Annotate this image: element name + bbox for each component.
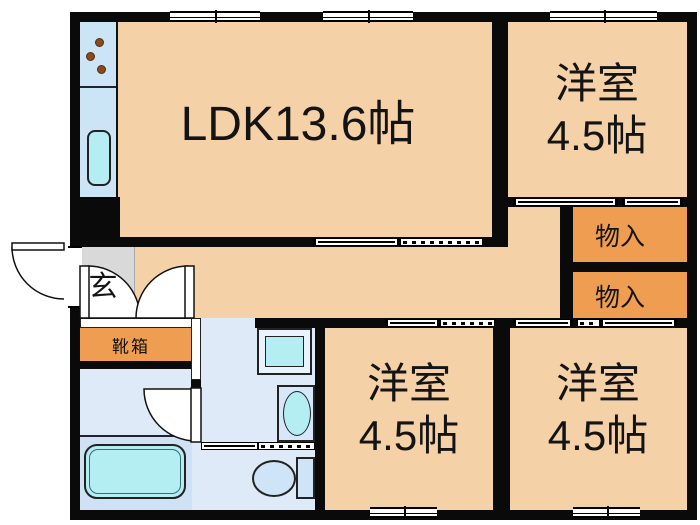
wall-ldk-bedroom-divider xyxy=(492,12,508,247)
wall-left-upper xyxy=(70,12,80,246)
stove-burner-icon xyxy=(97,65,106,74)
entrance-opening xyxy=(68,246,82,308)
sliding-door-ldk-hall xyxy=(313,238,400,246)
bl-bedroom-label: 洋室 4.5帖 xyxy=(359,358,459,462)
window-br-bedroom xyxy=(573,506,640,519)
closet-lower-label: 物入 xyxy=(594,284,646,312)
window-ldk-2 xyxy=(323,10,413,23)
bathroom-edge-line xyxy=(80,435,192,437)
stove-burner-icon xyxy=(86,52,95,61)
shoe-cabinet-door-right-arc xyxy=(135,265,189,319)
thin-wall-washroom xyxy=(191,318,201,380)
br-bedroom-label: 洋室 4.5帖 xyxy=(548,358,648,462)
sliding-door-closet-upper xyxy=(622,198,683,206)
stove-burner-icon xyxy=(95,38,104,47)
washbasin-icon xyxy=(283,391,311,436)
shoe-cabinet-label: 靴箱 xyxy=(112,337,150,357)
changing-room-door-arc xyxy=(143,388,197,442)
sliding-door-ne-bedroom xyxy=(513,198,618,206)
bl-bedroom-name: 洋室 xyxy=(366,360,452,407)
sliding-door-closet-lower-rail xyxy=(577,319,600,327)
sliding-door-toilet-rail xyxy=(258,442,315,450)
toilet-bowl-icon xyxy=(252,460,296,497)
wall-bedrooms-north xyxy=(315,318,697,328)
kitchen-counter xyxy=(80,22,118,197)
wall-washroom-north xyxy=(255,318,325,328)
wall-closet-divider xyxy=(560,262,697,272)
wall-ldk-south xyxy=(70,237,508,247)
shoe-cabinet-door-left-leaf xyxy=(79,265,90,319)
changing-room-door-leaf xyxy=(190,387,202,443)
wall-washroom-east xyxy=(315,318,325,510)
entrance-door-arc xyxy=(11,246,65,300)
ldk-room-label: LDK13.6帖 xyxy=(180,98,416,151)
bathtub-inner-line xyxy=(89,449,181,494)
wall-shoebox-south xyxy=(70,361,192,369)
closet-lower-floor xyxy=(573,272,687,318)
sliding-door-closet-lower xyxy=(600,319,677,327)
window-ldk-1 xyxy=(170,10,260,23)
entrance-door-leaf xyxy=(11,242,65,251)
ne-bedroom-name: 洋室 xyxy=(554,60,640,107)
wall-bedrooms-divider xyxy=(493,328,510,510)
wall-closet-west xyxy=(560,197,573,318)
ne-bedroom-size: 4.5帖 xyxy=(546,112,648,159)
sliding-door-br-bedroom xyxy=(513,319,573,327)
closet-upper-floor xyxy=(573,207,687,262)
bl-bedroom-size: 4.5帖 xyxy=(358,412,460,459)
toilet-tank-icon xyxy=(296,457,315,499)
wall-left-lower xyxy=(70,308,80,520)
wall-kitchen-block xyxy=(70,197,120,238)
sliding-door-ldk-hall-rail xyxy=(400,238,483,246)
kitchen-sink-icon xyxy=(87,130,111,186)
sliding-door-bl-bedroom xyxy=(385,319,440,327)
shoe-cabinet-floor xyxy=(80,328,192,361)
kitchen-counter-divider xyxy=(80,86,116,88)
br-bedroom-size: 4.5帖 xyxy=(547,412,649,459)
sliding-door-toilet xyxy=(201,442,258,450)
window-bl-bedroom xyxy=(370,506,437,519)
shoe-cabinet-door-right-leaf xyxy=(184,265,195,319)
closet-upper-label: 物入 xyxy=(594,223,646,251)
washing-machine-icon xyxy=(265,336,304,367)
br-bedroom-name: 洋室 xyxy=(555,360,641,407)
bathtub-icon xyxy=(84,444,186,499)
window-ne-bedroom xyxy=(550,10,657,23)
ne-bedroom-label: 洋室 4.5帖 xyxy=(547,58,647,162)
wall-washdoor-jamb xyxy=(191,380,201,388)
sliding-door-bl-bedroom-rail xyxy=(440,319,495,327)
entrance-label: 玄 xyxy=(88,271,118,303)
